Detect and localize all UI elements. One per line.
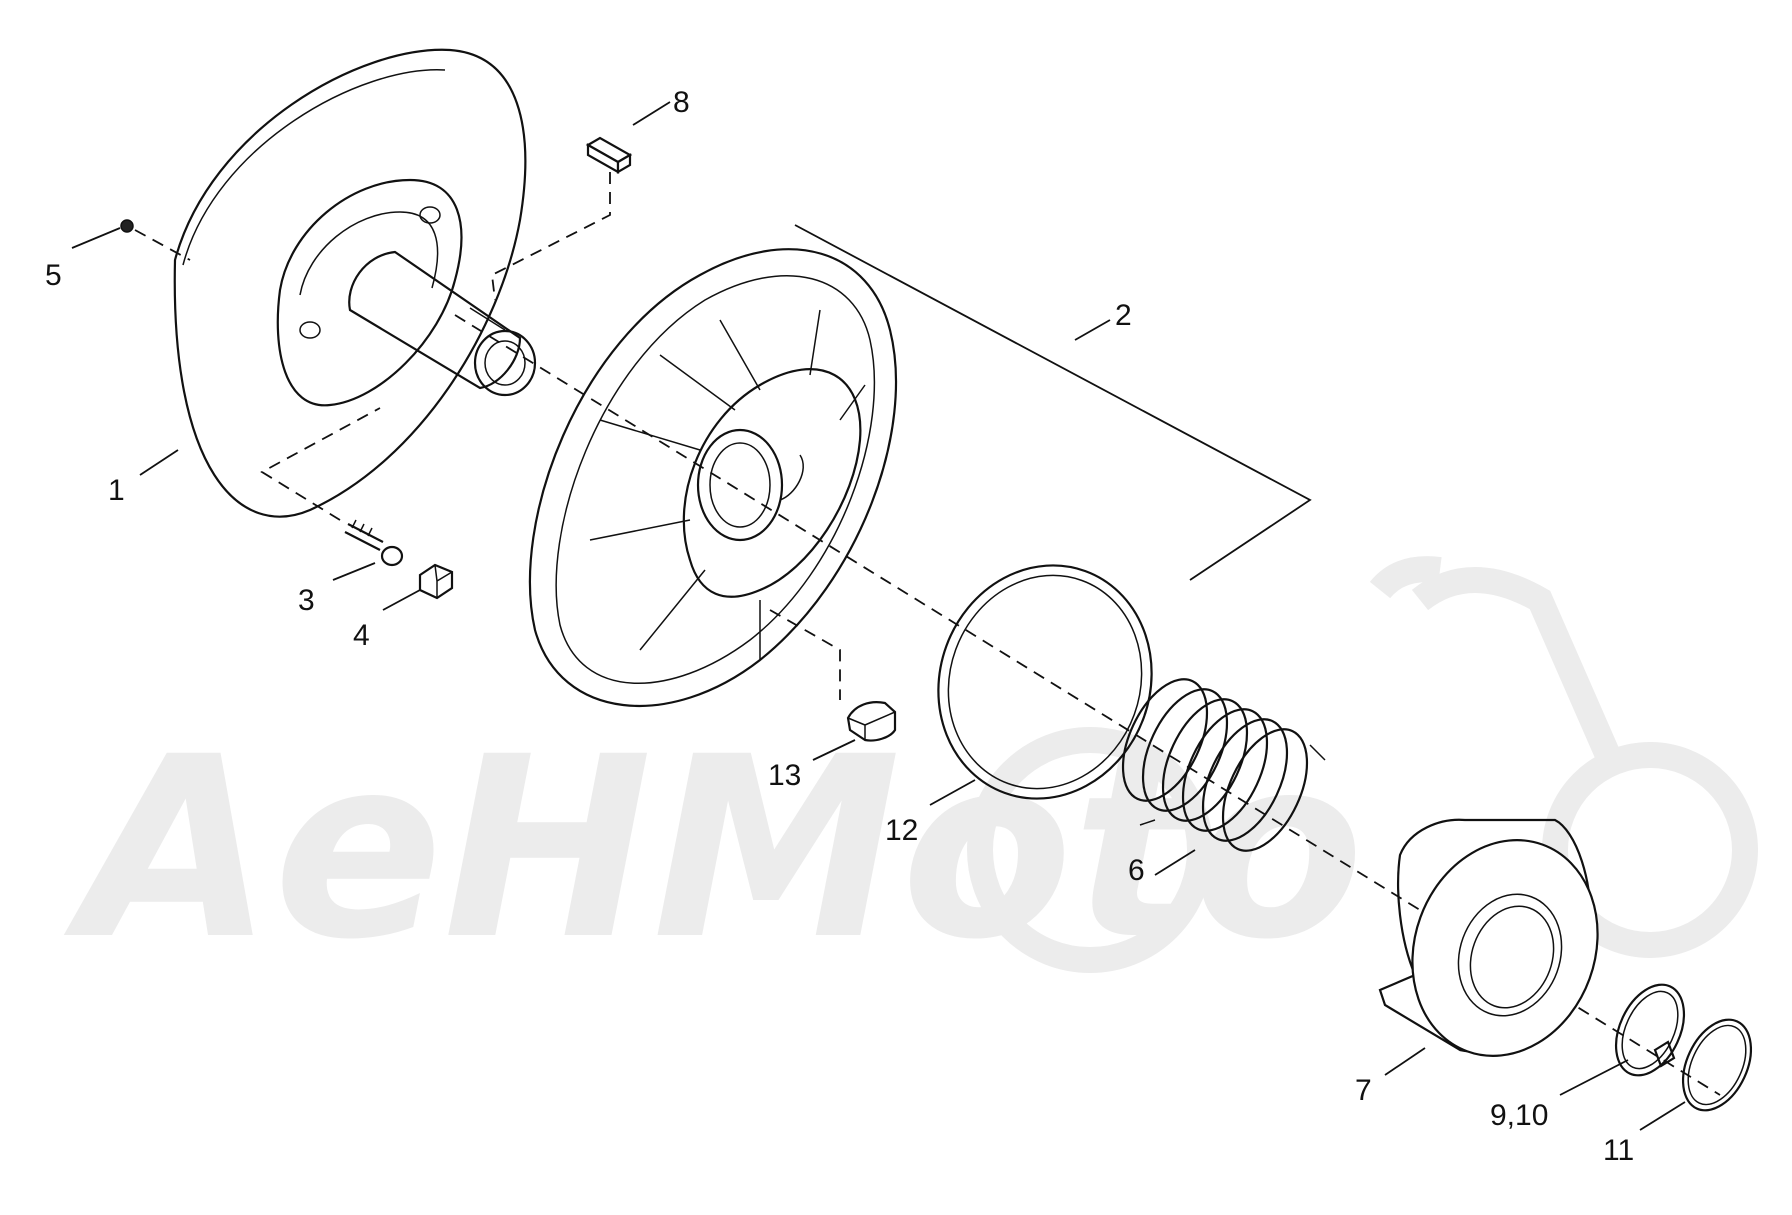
part-13-slider	[769, 609, 897, 742]
callout-1: 1	[108, 474, 125, 507]
callout-3: 3	[298, 584, 315, 617]
part-12-ring	[937, 564, 1153, 800]
callout-9-10: 9,10	[1490, 1099, 1548, 1132]
callout-labels: 1 2 3 4 5 6 7 8 9,10 11 12 13	[45, 86, 1634, 1167]
part-3-screw	[260, 407, 404, 567]
part-1-fixed-sheave	[173, 48, 537, 518]
assembly-axis	[454, 314, 1721, 1096]
callout-8: 8	[673, 86, 690, 119]
part-6-spring	[1121, 678, 1326, 852]
callout-5: 5	[45, 259, 62, 292]
callout-13: 13	[768, 759, 801, 792]
watermark-text: AeHMoto	[63, 703, 1364, 994]
callout-6: 6	[1128, 854, 1145, 887]
part-2-movable-sheave	[528, 224, 1312, 708]
callout-7: 7	[1355, 1074, 1372, 1107]
callout-4: 4	[353, 619, 370, 652]
callout-2: 2	[1115, 299, 1132, 332]
part-4-nut	[418, 563, 454, 600]
leader-lines	[71, 101, 1686, 1131]
callout-11: 11	[1603, 1134, 1634, 1167]
part-5-fastener	[120, 219, 191, 261]
part-9-10-washer	[1614, 983, 1686, 1077]
part-8-key	[491, 136, 633, 301]
callout-12: 12	[885, 814, 918, 847]
part-11-snap-ring	[1653, 1018, 1753, 1112]
part-7-cam	[1378, 818, 1599, 1057]
